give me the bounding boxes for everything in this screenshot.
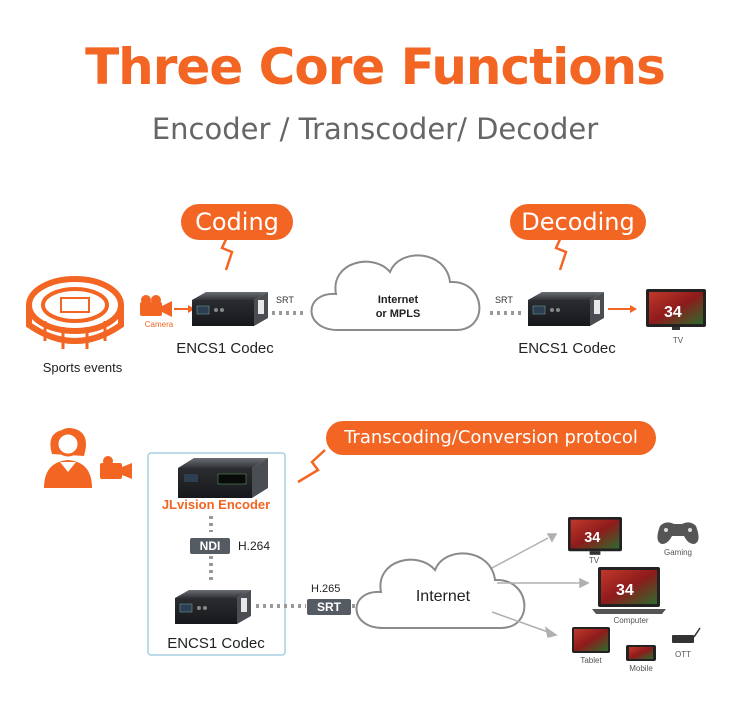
cloud-internet-label: Internet [415,588,471,605]
laptop-icon: 34 [592,567,666,614]
transcoding-badge: Transcoding/Conversion protocol [326,421,656,455]
svg-text:34: 34 [616,582,634,599]
tv-label: TV [672,336,684,345]
lightning-icon [554,234,568,271]
coding-badge: Coding [181,204,293,240]
encs1-codec-bottom-device [174,589,252,625]
target-mobile-label: Mobile [629,664,653,673]
processing-box [147,452,286,656]
cloud-line-1: Internet [377,294,419,306]
distribution-arrows [491,533,590,638]
codec-label-bottom: ENCS1 Codec [167,635,265,652]
page-subtitle: Encoder / Transcoder/ Decoder [151,112,599,146]
lightning-icon [220,234,234,271]
person-icon [44,428,92,488]
target-ott-label: OTT [675,650,691,659]
target-tablet-label: Tablet [580,656,602,665]
codec-label-left: ENCS1 Codec [176,340,274,357]
cloud-line-2: or MPLS [375,308,421,320]
camera-label: Camera [144,320,174,329]
ott-stick-icon [672,627,701,643]
ndi-tag: NDI [190,538,230,554]
page-title: Three Core Functions [85,38,666,96]
srt-label-right: SRT [495,295,513,305]
target-gaming-label: Gaming [663,548,692,557]
target-tv-label: TV [588,556,600,565]
stadium-icon [26,276,124,349]
lightning-icon [297,449,326,484]
mobile-icon [626,645,656,661]
target-computer-label: Computer [613,616,649,625]
encs1-codec-left-device [191,291,269,327]
srt-label-left: SRT [276,295,294,305]
gamepad-icon [657,522,699,544]
srt-tag: SRT [307,599,351,615]
tablet-icon [572,627,610,653]
sports-events-label: Sports events [42,360,123,375]
tv-target-icon [568,517,622,555]
decoding-badge: Decoding [510,204,646,240]
tv-icon [646,289,706,330]
h265-label: H.265 [311,583,341,595]
camera-icon [140,295,172,317]
jlvision-encoder-device [178,458,268,498]
codec-label-right: ENCS1 Codec [518,340,616,357]
video-camera-icon [100,456,132,479]
h264-label: H.264 [238,539,271,553]
encoder-label: JLvision Encoder [161,497,271,512]
encs1-codec-right-device [527,291,605,327]
